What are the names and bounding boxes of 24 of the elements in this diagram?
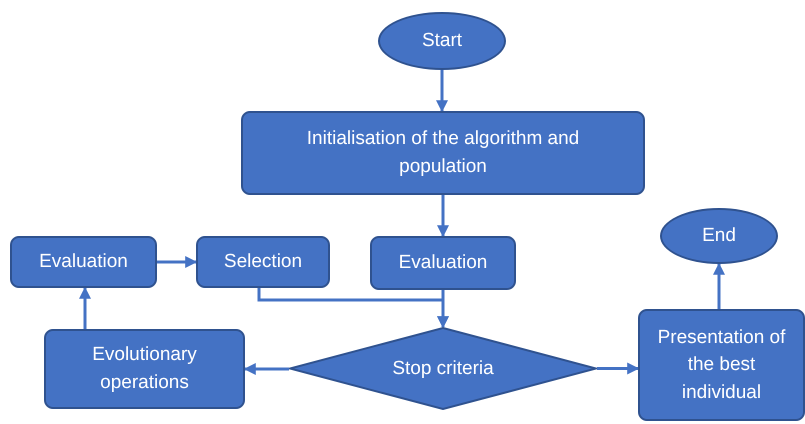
node-label: Initialisation of the algorithm and population — [306, 127, 580, 179]
arrow — [437, 290, 449, 328]
arrow — [244, 363, 289, 375]
decision-diamond — [289, 327, 597, 410]
process-box — [241, 111, 645, 195]
arrow — [157, 256, 198, 268]
node-label: Evaluation — [398, 251, 488, 276]
arrow — [713, 262, 725, 309]
process-box — [44, 329, 245, 409]
arrow — [597, 362, 640, 374]
process-box — [370, 236, 516, 290]
node-label: End — [702, 224, 736, 248]
node-label: Evaluation — [39, 250, 128, 274]
node-label: Stop criteria — [392, 356, 494, 381]
node-label: Evolutionary operations — [91, 343, 198, 395]
process-box — [638, 309, 805, 421]
arrow — [79, 286, 91, 329]
node-label: Selection — [224, 250, 302, 274]
node-label: Presentation of the best individual — [656, 326, 786, 405]
process-box — [196, 236, 330, 288]
process-box — [10, 236, 157, 288]
arrow — [436, 70, 448, 112]
node-label: Start — [422, 29, 462, 54]
arrow — [437, 195, 449, 238]
